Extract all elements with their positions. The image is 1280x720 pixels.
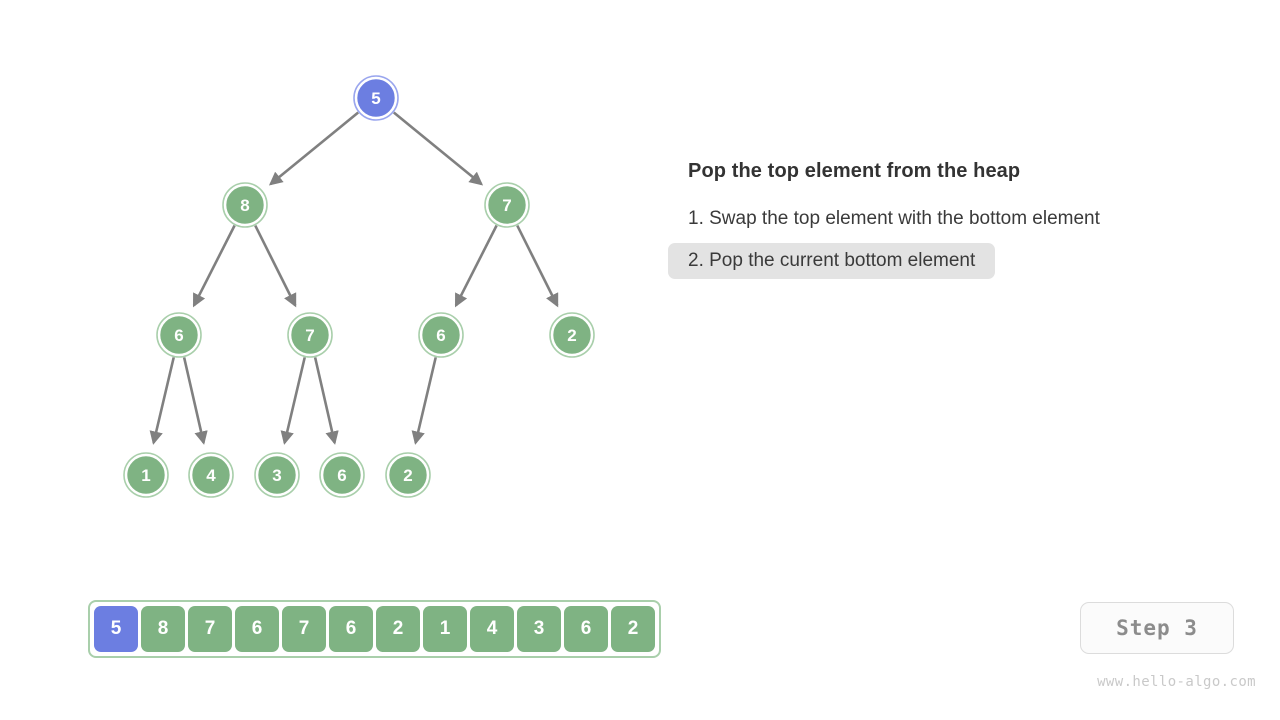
tree-edge [182,357,208,445]
tree-edges [149,111,559,445]
node-inner-ring [289,314,331,356]
node-outer-ring [287,312,333,358]
node-outer-ring [254,452,300,498]
tree-node: 7 [287,312,333,358]
explanation-panel: Pop the top element from the heap 1. Swa… [668,160,1248,285]
tree-node: 6 [156,312,202,358]
array-cell: 3 [517,606,561,652]
step-list: 1. Swap the top element with the bottom … [668,201,1248,285]
array-cell: 2 [611,606,655,652]
array-cell: 8 [141,606,185,652]
tree-node: 6 [319,452,365,498]
node-outer-ring [188,452,234,498]
array-cell: 1 [423,606,467,652]
array-cell: 6 [564,606,608,652]
array-cell: 7 [282,606,326,652]
step-item-2: 2. Pop the current bottom element [668,243,996,279]
tree-node: 2 [549,312,595,358]
tree-node: 7 [484,182,530,228]
node-inner-ring [224,184,266,226]
array-cell: 6 [329,606,373,652]
node-fill [191,455,231,495]
tree-edge [454,224,498,308]
tree-edge [254,224,297,308]
node-label: 6 [337,466,346,485]
node-outer-ring [418,312,464,358]
node-label: 2 [403,466,412,485]
tree-node: 2 [385,452,431,498]
tree-edge [268,111,360,186]
step-item-1: 1. Swap the top element with the bottom … [688,208,1100,229]
tree-nodes: 5 8 7 6 7 6 2 1 4 3 6 2 [123,75,595,498]
node-outer-ring [484,182,530,228]
node-outer-ring [353,75,399,121]
tree-node: 4 [188,452,234,498]
tree-edge [516,224,559,308]
node-label: 8 [240,196,249,215]
node-outer-ring [156,312,202,358]
node-fill [322,455,362,495]
node-inner-ring [486,184,528,226]
node-fill [552,315,592,355]
tree-node: 5 [353,75,399,121]
node-fill [257,455,297,495]
node-fill [388,455,428,495]
node-label: 4 [206,466,216,485]
node-fill [290,315,330,355]
array-cell: 6 [235,606,279,652]
node-inner-ring [256,454,298,496]
node-label: 1 [141,466,150,485]
node-inner-ring [158,314,200,356]
node-fill [487,185,527,225]
node-outer-ring [222,182,268,228]
node-label: 7 [305,326,314,345]
node-inner-ring [420,314,462,356]
tree-edge [192,224,236,308]
tree-node: 8 [222,182,268,228]
step-badge: Step 3 [1080,602,1234,654]
tree-node: 3 [254,452,300,498]
node-outer-ring [123,452,169,498]
node-label: 6 [174,326,183,345]
tree-edge [280,357,306,445]
node-label: 7 [502,196,511,215]
node-inner-ring [125,454,167,496]
node-outer-ring [319,452,365,498]
heap-tree-diagram: 5 8 7 6 7 6 2 1 4 3 6 2 [123,75,595,498]
node-fill [159,315,199,355]
array-cell: 4 [470,606,514,652]
node-inner-ring [190,454,232,496]
node-fill [126,455,166,495]
node-label: 6 [436,326,445,345]
node-inner-ring [321,454,363,496]
array-cell: 2 [376,606,420,652]
node-outer-ring [385,452,431,498]
node-inner-ring [387,454,429,496]
tree-edge [313,357,339,445]
tree-edge [149,357,175,445]
array-cell: 7 [188,606,232,652]
node-label: 5 [371,89,380,108]
tree-node: 6 [418,312,464,358]
node-outer-ring [549,312,595,358]
watermark: www.hello-algo.com [1097,674,1256,690]
tree-edge [411,357,437,445]
array-cell: 5 [94,606,138,652]
tree-edge [392,111,484,186]
node-inner-ring [355,77,397,119]
tree-node: 1 [123,452,169,498]
node-fill [356,78,396,118]
page-title: Pop the top element from the heap [688,160,1021,182]
node-label: 3 [272,466,281,485]
node-label: 2 [567,326,576,345]
node-inner-ring [551,314,593,356]
node-fill [225,185,265,225]
node-fill [421,315,461,355]
